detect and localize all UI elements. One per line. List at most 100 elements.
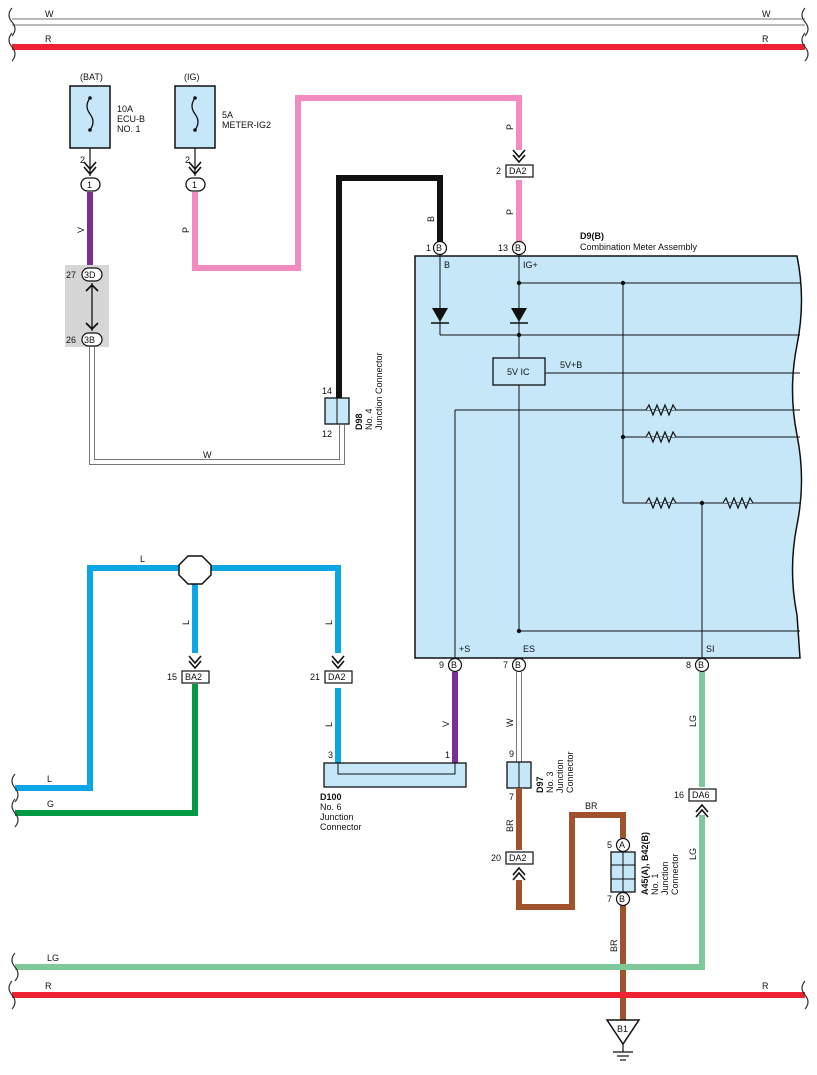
wire-g-bus-label: G xyxy=(47,799,54,809)
meter-pin-7-num: 7 xyxy=(503,660,508,670)
ba2-label: BA2 xyxy=(185,672,202,682)
d100-line2: Junction xyxy=(320,812,354,822)
d100-code: D100 xyxy=(320,792,342,802)
da2-mid-label: DA2 xyxy=(328,672,346,682)
wire-w-d98-label: W xyxy=(203,450,212,460)
wire-p-da2-label: P xyxy=(505,209,515,215)
connector-da2-low: DA2 20 xyxy=(491,851,534,881)
d97-pin-top: 9 xyxy=(509,749,514,759)
fuse-ecu-b: (BAT) 10A ECU-B NO. 1 2 1 xyxy=(69,72,145,192)
meter-code: D9(B) xyxy=(580,231,604,241)
wire-p-ig: P P P xyxy=(181,95,522,271)
connector-da2-mid: DA2 21 xyxy=(310,655,353,684)
splice-bottom-pin: 26 xyxy=(66,335,76,345)
fuse-bat-name2: NO. 1 xyxy=(117,124,141,134)
wire-lg-lower-label: LG xyxy=(688,848,698,860)
splice-3d-3b: 3D 27 3B 26 xyxy=(65,265,109,347)
wire-g: G xyxy=(11,684,198,828)
wire-v-s-label: V xyxy=(441,721,451,727)
wire-l-left-label: L xyxy=(181,620,191,625)
d98-pin-bottom: 12 xyxy=(322,429,332,439)
meter-name: Combination Meter Assembly xyxy=(580,242,698,252)
da2-mid-pin: 21 xyxy=(310,672,320,682)
wire-br-top-label: BR xyxy=(585,801,598,811)
d97-code: D97 xyxy=(535,776,545,793)
da2-top-label: DA2 xyxy=(509,166,527,176)
fuse-ig-conn: 1 xyxy=(192,180,197,190)
wire-v1-label: V xyxy=(76,227,86,233)
d100-line1: No. 6 xyxy=(320,802,342,812)
a45-conn-bottom: B xyxy=(619,894,625,904)
meter-junction-dots xyxy=(516,280,705,634)
da2-top-pin: 2 xyxy=(496,166,501,176)
wire-br-d97-label: BR xyxy=(505,819,515,832)
top-white-label-left: W xyxy=(45,9,54,19)
d98-line2: Junction Connector xyxy=(374,352,384,430)
meter-diodes xyxy=(431,308,528,324)
meter-pin-7-inner: ES xyxy=(523,644,535,654)
wire-b-label: B xyxy=(426,216,436,222)
meter-pin-9-inner: +S xyxy=(459,644,470,654)
meter-pin-1: B 1 B xyxy=(426,240,450,270)
wire-w-es: W xyxy=(505,672,522,762)
bottom-red-label-left: R xyxy=(45,981,52,991)
fuse-bat-amp: 10A xyxy=(117,104,133,114)
combination-meter-assembly: D9(B) Combination Meter Assembly B 1 B B… xyxy=(414,231,803,673)
splice-top-label: 3D xyxy=(84,270,96,280)
top-red-label-right: R xyxy=(762,34,769,44)
bottom-red-label-right: R xyxy=(762,981,769,991)
fuse-meter-ig2: (IG) 5A METER-IG2 2 1 xyxy=(174,72,271,192)
junction-a45-b42: A 5 B 7 A45(A), B42(B) No. 1 Junction Co… xyxy=(607,832,680,907)
da6-label: DA6 xyxy=(692,790,710,800)
wire-br: BR BR BR xyxy=(505,788,626,1020)
a45-line1: No. 1 xyxy=(650,873,660,895)
meter-pin-7-conn: B xyxy=(515,660,521,670)
meter-pin-9: +S B 9 xyxy=(439,644,470,673)
connector-da2-top: DA2 2 xyxy=(496,149,534,178)
top-red-label-left: R xyxy=(45,34,52,44)
a45-conn-top: A xyxy=(619,840,625,850)
meter-pin-13: B 13 IG+ xyxy=(498,240,538,270)
meter-ic-label: 5V IC xyxy=(507,367,530,377)
meter-pin-8-num: 8 xyxy=(686,660,691,670)
meter-supply-label: 5V+B xyxy=(560,360,582,370)
top-white-bus: W W xyxy=(8,7,809,37)
meter-pin-1-inner: B xyxy=(444,260,450,270)
meter-pin-7: ES B 7 xyxy=(503,644,535,673)
wire-lg-si-label: LG xyxy=(688,715,698,727)
a45-pin-bottom: 7 xyxy=(607,894,612,904)
wire-l-right-label: L xyxy=(324,620,334,625)
wire-w-d98: W xyxy=(89,347,345,465)
wire-l-bus-label: L xyxy=(47,774,52,784)
d97-line1: No. 3 xyxy=(545,771,555,793)
meter-pin-13-inner: IG+ xyxy=(523,260,538,270)
d97-pin-bottom: 7 xyxy=(509,792,514,802)
meter-pin-1-num: 1 xyxy=(426,243,431,253)
d97-line3: Connector xyxy=(565,751,575,793)
meter-pin-8: SI B 8 xyxy=(686,644,715,673)
d100-line3: Connector xyxy=(320,822,362,832)
top-white-label-right: W xyxy=(762,9,771,19)
fuse-bat-pin: 2 xyxy=(80,155,85,165)
wire-b: B xyxy=(336,175,443,398)
wire-br-ground-label: BR xyxy=(609,939,619,952)
fuse-bat-conn: 1 xyxy=(87,180,92,190)
meter-pin-9-conn: B xyxy=(451,660,457,670)
bus-lg-label: LG xyxy=(47,953,59,963)
meter-5v-ic: 5V IC 5V+B xyxy=(492,357,582,386)
b1-label: B1 xyxy=(617,1024,628,1034)
ground-b1: B1 xyxy=(605,1019,641,1061)
junction-d97: 9 7 D97 No. 3 Junction Connector xyxy=(506,749,575,802)
fuse-bat-name1: ECU-B xyxy=(117,114,145,124)
junction-d100: 3 1 D100 No. 6 Junction Connector xyxy=(320,750,467,832)
meter-pin-13-num: 13 xyxy=(498,243,508,253)
ba2-pin: 15 xyxy=(167,672,177,682)
meter-pin-9-num: 9 xyxy=(439,660,444,670)
meter-pin-8-inner: SI xyxy=(706,644,715,654)
d98-code: D98 xyxy=(354,413,364,430)
d100-pin-left: 3 xyxy=(328,750,333,760)
d98-pin-top: 14 xyxy=(322,386,332,396)
a45-line3: Connector xyxy=(670,853,680,895)
fuse-bat-group-label: (BAT) xyxy=(80,72,103,82)
